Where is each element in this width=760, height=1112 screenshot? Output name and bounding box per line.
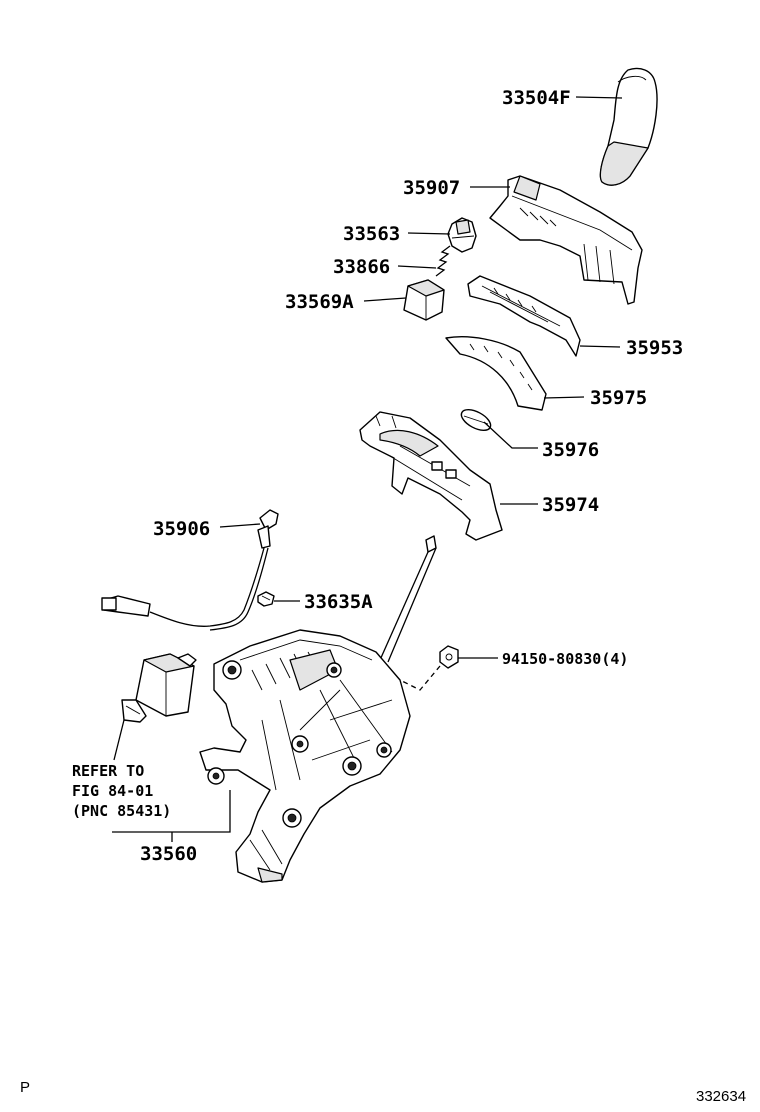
label-33569A: 33569A <box>285 291 354 313</box>
label-35975: 35975 <box>590 387 647 409</box>
label-33866: 33866 <box>333 256 390 278</box>
nut-part[interactable] <box>395 645 459 691</box>
position-indicator-housing-part[interactable] <box>359 411 503 541</box>
spring-part[interactable] <box>435 245 451 277</box>
label-33635A: 33635A <box>304 591 373 613</box>
indicator-panel-part[interactable] <box>467 275 581 357</box>
shift-plate-part[interactable] <box>445 336 547 411</box>
shift-lock-cable-part[interactable] <box>101 509 279 631</box>
shift-lever-housing-part[interactable] <box>199 629 411 883</box>
label-33563: 33563 <box>343 223 400 245</box>
label-35906: 35906 <box>153 518 210 540</box>
refer-note-line1: REFER TO <box>72 762 144 780</box>
label-35976: 35976 <box>542 439 599 461</box>
refer-note-line3: (PNC 85431) <box>72 802 171 820</box>
clip-part[interactable] <box>257 591 275 607</box>
leader-lines <box>112 96 623 842</box>
label-33504F: 33504F <box>502 87 571 109</box>
button-block-part[interactable] <box>403 279 445 321</box>
footer-left-mark: P <box>20 1079 30 1096</box>
shift-lock-switch-part[interactable] <box>121 653 197 723</box>
cover-clip-part[interactable] <box>458 405 494 434</box>
shift-lever-rod <box>379 535 437 663</box>
label-35953: 35953 <box>626 337 683 359</box>
figure-id: 332634 <box>696 1088 746 1105</box>
lock-pin-part[interactable] <box>447 217 477 253</box>
upper-cover-part[interactable] <box>489 175 643 305</box>
refer-note-line2: FIG 84-01 <box>72 782 153 800</box>
shift-knob-part[interactable] <box>599 67 658 186</box>
label-94150-80830: 94150-80830(4) <box>502 650 628 668</box>
label-35907: 35907 <box>403 177 460 199</box>
label-35974: 35974 <box>542 494 599 516</box>
label-33560: 33560 <box>140 843 197 865</box>
